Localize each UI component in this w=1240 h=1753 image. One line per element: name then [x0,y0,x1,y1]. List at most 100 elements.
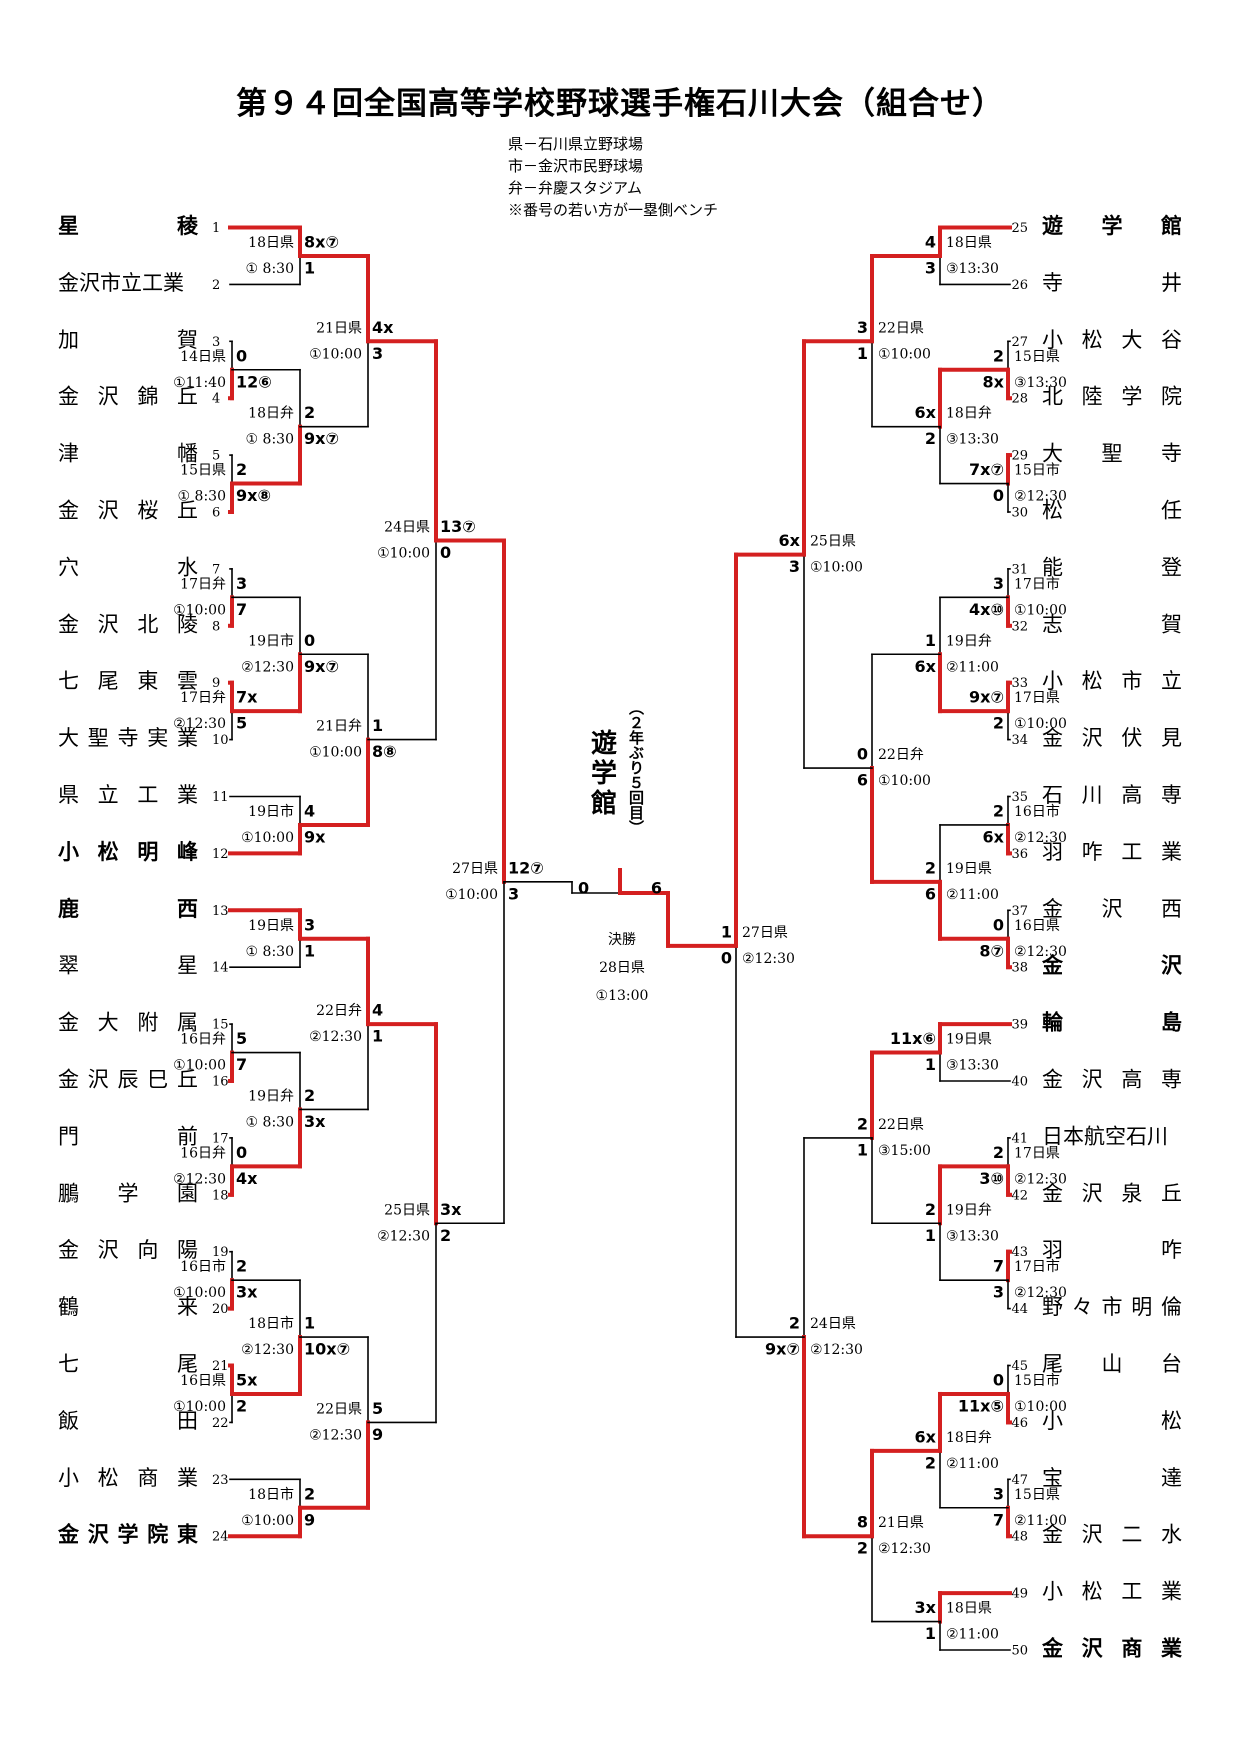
match-date: 18日市 [248,1486,294,1503]
team-seed: 40 [1011,1075,1028,1090]
team-seed: 28 [1011,392,1028,407]
team-seed: 34 [1011,733,1028,748]
team-name-41: 日本航空石川 [1042,1124,1168,1148]
team-name-13: 鹿西 [58,896,198,921]
team-seed: 39 [1011,1018,1028,1033]
match-score: 6 [857,771,868,790]
team-name-31: 能登 [1042,555,1182,579]
match-time: ②12:30 [1014,1285,1067,1301]
match-date: 15日市 [1014,462,1060,479]
match-score: 2 [993,801,1004,820]
team-seed: 22 [212,1416,229,1431]
match-score: 3 [372,344,383,363]
team-name-2: 金沢市立工業 [58,271,184,295]
match-score: 8⑦ [979,941,1004,960]
legend-line: 市－金沢市民野球場 [508,157,644,175]
team-name-7: 穴水 [58,555,198,579]
match-score: 4 [925,232,936,251]
match-score: 7x [236,688,258,707]
match-score: 7x⑦ [969,460,1004,479]
match-score: 3 [304,915,315,934]
match-score: 11x⑤ [958,1396,1004,1415]
match-date: 24日県 [384,519,430,535]
match-date: 18日県 [248,235,294,251]
match-time: ①10:00 [878,773,931,789]
match-time: ①10:00 [173,1399,226,1415]
match-date: 18日県 [946,1601,992,1617]
match-date: 16日弁 [180,1032,226,1048]
team-seed: 33 [1011,676,1028,691]
match-score: 1 [372,1027,383,1046]
match-score: 0 [304,631,315,650]
team-seed: 1 [212,221,220,236]
team-seed: 50 [1011,1644,1028,1659]
match-time: ①10:00 [1014,602,1067,618]
match-score: 9x⑦ [765,1340,800,1359]
match-score: 1 [304,258,315,277]
match-date: 17日弁 [180,690,226,706]
team-seed: 10 [212,733,229,748]
team-name-43: 羽咋 [1042,1238,1182,1262]
team-seed: 8 [212,619,220,634]
match-score: 3 [508,884,519,903]
match-date: 15日県 [180,463,226,479]
match-date: 16日県 [180,1373,226,1389]
match-score: 2 [993,714,1004,733]
match-score: 0 [857,745,868,764]
team-seed: 21 [212,1359,229,1374]
team-name-14: 翠星 [58,954,198,978]
match-score: 3 [993,1484,1004,1503]
team-name-33: 小松市立 [1042,669,1182,693]
match-date: 24日県 [810,1316,856,1332]
match-score: 3x [236,1283,258,1302]
match-date: 22日県 [878,1117,924,1133]
final-score-right: 6 [651,879,662,898]
team-name-11: 県立工業 [58,783,198,807]
team-seed: 11 [212,790,229,805]
legend-line: 県－石川県立野球場 [508,135,644,153]
match-score: 4 [372,1001,383,1020]
match-time: ①10:00 [1014,1399,1067,1415]
match-date: 19日市 [248,803,294,820]
match-score: 3 [993,1283,1004,1302]
champion-name-char: 遊 [591,728,617,759]
match-time: ②11:00 [1014,1513,1067,1529]
match-score: 2 [304,1484,315,1503]
team-seed: 7 [212,562,220,577]
match-time: ①10:00 [445,887,498,903]
match-time: ③13:30 [1014,375,1067,391]
match-score: 1 [857,344,868,363]
legend-line: ※番号の若い方が一塁側ベンチ [508,201,719,219]
match-time: ①11:40 [173,375,226,391]
team-seed: 42 [1011,1188,1028,1203]
match-score: 7 [993,1510,1004,1529]
match-score: 1 [721,922,732,941]
match-time: ②12:30 [309,1427,362,1443]
match-score: 2 [236,1257,247,1276]
team-name-25: 遊学館 [1042,213,1182,238]
team-seed: 16 [212,1075,229,1090]
match-time: ③13:30 [946,432,999,448]
team-name-35: 石川高専 [1042,783,1182,807]
match-score: 3 [236,574,247,593]
champion-note: （２年ぶり５回目） [627,700,645,835]
match-date: 27日県 [452,861,498,877]
match-date: 27日県 [742,925,788,941]
team-name-50: 金沢商業 [1041,1636,1183,1661]
match-score: 3x [440,1200,462,1219]
team-seed: 27 [1011,335,1028,350]
match-date: 19日市 [248,632,294,649]
match-time: ②12:30 [1014,830,1067,846]
team-seed: 44 [1011,1302,1028,1317]
match-date: 22日弁 [878,747,924,763]
match-score: 2 [236,1396,247,1415]
match-time: ① 8:30 [246,944,294,960]
match-score: 6x [915,403,937,422]
match-time: ① 8:30 [246,432,294,448]
legend-line: 弁－弁慶スタジアム [508,179,642,197]
match-score: 0 [993,486,1004,505]
match-score: 4x [372,318,394,337]
team-seed: 31 [1011,562,1028,577]
match-time: ②12:30 [241,1342,294,1358]
match-date: 16日市 [180,1258,226,1275]
